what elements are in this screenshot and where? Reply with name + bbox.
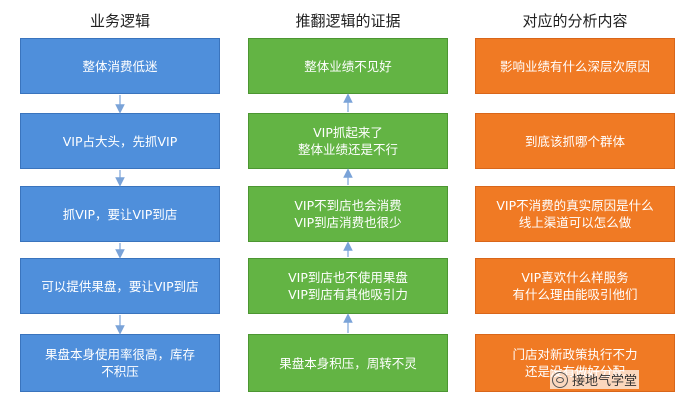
watermark: 接地气学堂 [550, 370, 640, 389]
header-counter-evidence: 推翻逻辑的证据 [295, 12, 401, 30]
wechat-icon [552, 371, 568, 388]
business-step-1: 整体消费低迷 [20, 38, 220, 94]
analysis-item-1: 影响业绩有什么深层次原因 [475, 38, 675, 94]
header-business-logic: 业务逻辑 [89, 12, 150, 30]
evidence-step-2: VIP抓起来了 整体业绩还是不行 [248, 113, 448, 169]
business-step-2: VIP占大头，先抓VIP [20, 113, 220, 169]
analysis-item-2: 到底该抓哪个群体 [475, 113, 675, 169]
evidence-step-5: 果盘本身积压，周转不灵 [248, 334, 448, 392]
evidence-step-4: VIP到店也不使用果盘 VIP到店有其他吸引力 [248, 258, 448, 314]
header-analysis: 对应的分析内容 [522, 12, 628, 30]
evidence-step-3: VIP不到店也会消费 VIP到店消费也很少 [248, 186, 448, 242]
business-step-5: 果盘本身使用率很高，库存 不积压 [20, 334, 220, 392]
analysis-item-4: VIP喜欢什么样服务 有什么理由能吸引他们 [475, 258, 675, 314]
analysis-item-5: 门店对新政策执行不力 还是没有做好分配 [475, 334, 675, 392]
evidence-step-1: 整体业绩不见好 [248, 38, 448, 94]
analysis-item-3: VIP不消费的真实原因是什么 线上渠道可以怎么做 [475, 186, 675, 242]
watermark-text: 接地气学堂 [572, 374, 638, 389]
